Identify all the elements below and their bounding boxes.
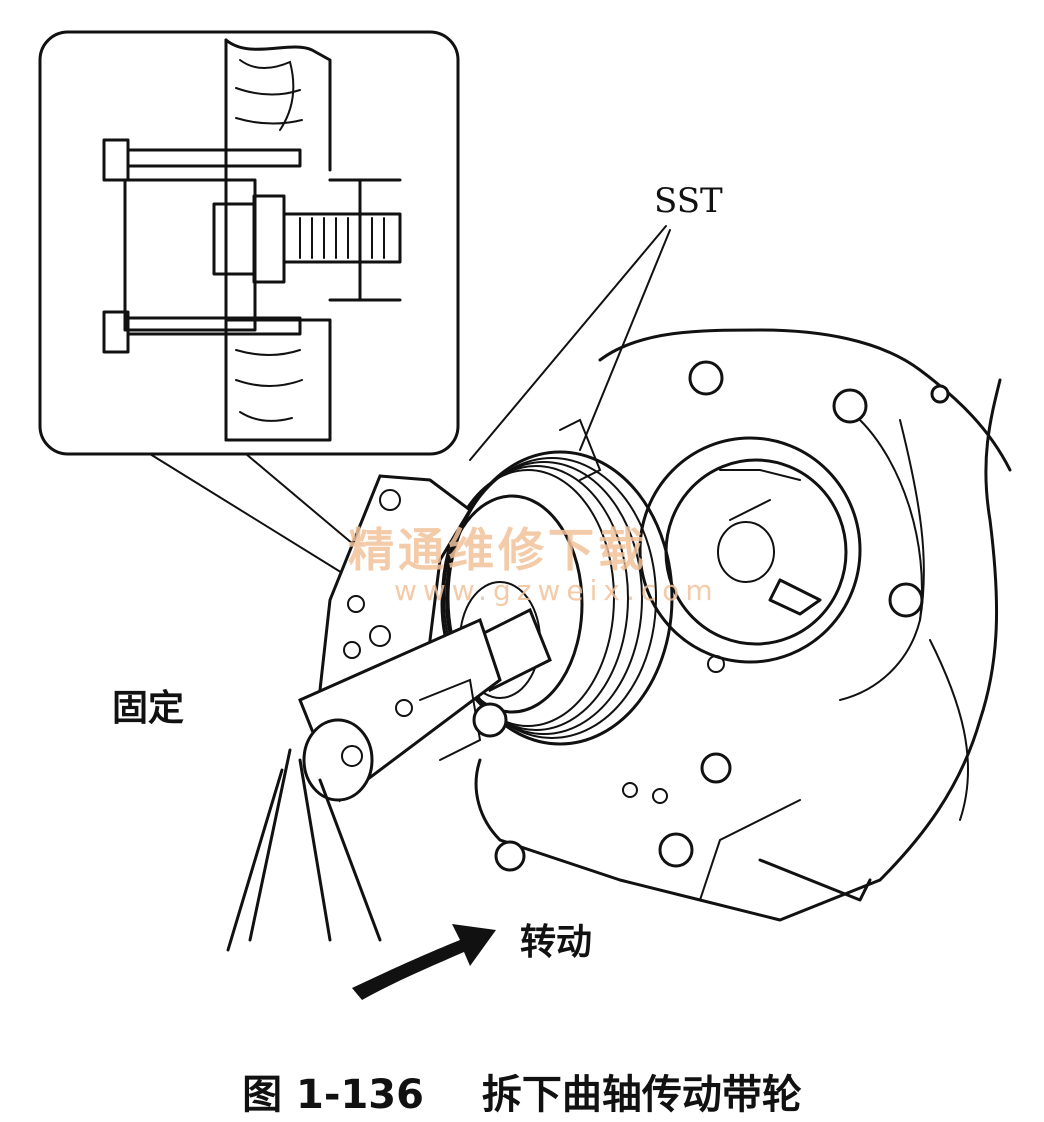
sst-label: SST <box>654 181 723 221</box>
figure-caption: 图 1-136 拆下曲轴传动带轮 <box>0 1062 1044 1120</box>
watermark-text: 精通维修下载 <box>348 523 648 577</box>
sst-wrench <box>226 607 552 952</box>
engine-block <box>474 328 1012 922</box>
callout-leader-left <box>149 453 361 585</box>
sst-leader-2 <box>579 229 671 451</box>
callout-leader-right <box>245 453 373 561</box>
sst-leader-1 <box>469 225 667 461</box>
watermark-url: www.gzweix.com <box>394 574 719 607</box>
crankshaft-pulley <box>440 450 674 746</box>
fixed-label: 固定 <box>112 688 184 729</box>
figure-number: 图 1-136 <box>242 1072 424 1118</box>
rotate-label: 转动 <box>520 922 592 963</box>
curved-arrow-right-icon <box>352 924 496 1000</box>
figure-title: 拆下曲轴传动带轮 <box>481 1072 802 1118</box>
inset-detail-panel <box>38 30 460 456</box>
